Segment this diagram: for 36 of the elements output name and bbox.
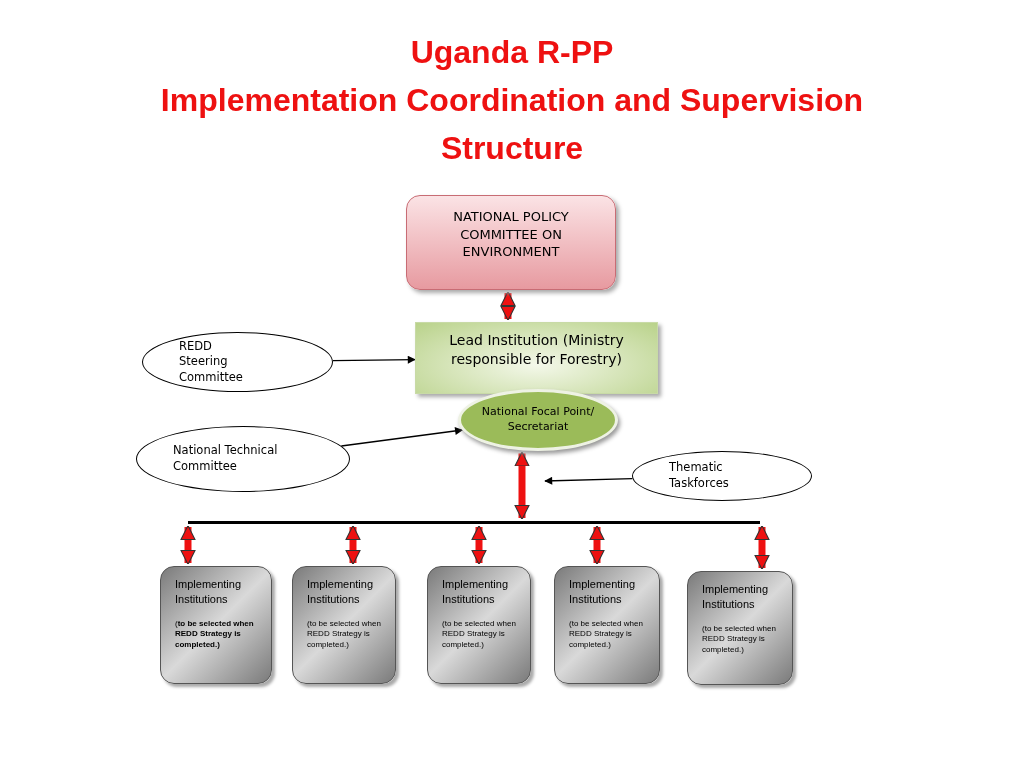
implementing-institution-box	[554, 566, 660, 684]
implementing-institution-box	[687, 571, 793, 685]
double-arrow	[500, 291, 516, 321]
node-label: Lead Institution (Ministry responsible for Forestry)	[448, 331, 625, 369]
double-arrow	[589, 525, 605, 565]
note-text: (to be selected when REDD Strategy is completed.)	[569, 618, 644, 652]
title: Uganda R-PP	[410, 33, 614, 72]
focal-point-ellipse	[458, 389, 618, 451]
note-text: (to be selected when REDD Strategy is completed.)	[442, 618, 517, 652]
arrow	[544, 476, 634, 485]
connector-bar	[188, 521, 760, 524]
node-label: Thematic Taskforces	[669, 460, 730, 492]
node-label: Implementing Institutions	[569, 577, 637, 607]
double-arrow	[754, 525, 770, 570]
node-label: Implementing Institutions	[175, 577, 243, 607]
node-label: Implementing Institutions	[307, 577, 375, 607]
node-label: REDD Steering Committee	[179, 338, 244, 386]
committee-box	[406, 195, 616, 290]
node-label: Implementing Institutions	[442, 577, 510, 607]
institution-box	[415, 322, 658, 394]
subtitle: Implementation Coordination and Supervision Structure	[160, 82, 864, 166]
node-label: Implementing Institutions	[702, 582, 770, 612]
note-text: (to be selected when REDD Strategy is completed.)	[702, 623, 777, 657]
node-label: National Technical Committee	[173, 443, 279, 475]
arrow	[332, 355, 416, 364]
node-label: NATIONAL POLICY COMMITTEE ON ENVIRONMENT	[452, 208, 570, 261]
double-arrow	[345, 525, 361, 565]
implementing-institution-box	[160, 566, 272, 684]
double-arrow	[180, 525, 196, 565]
note-text: (to be selected when REDD Strategy is completed.)	[307, 618, 382, 652]
double-arrow	[514, 451, 530, 520]
note-text: (to be selected when REDD Strategy is completed.)	[175, 618, 255, 652]
implementing-institution-box	[427, 566, 531, 684]
implementing-institution-box	[292, 566, 396, 684]
node-label: National Focal Point/ Secretariat	[480, 405, 596, 435]
double-arrow	[471, 525, 487, 565]
